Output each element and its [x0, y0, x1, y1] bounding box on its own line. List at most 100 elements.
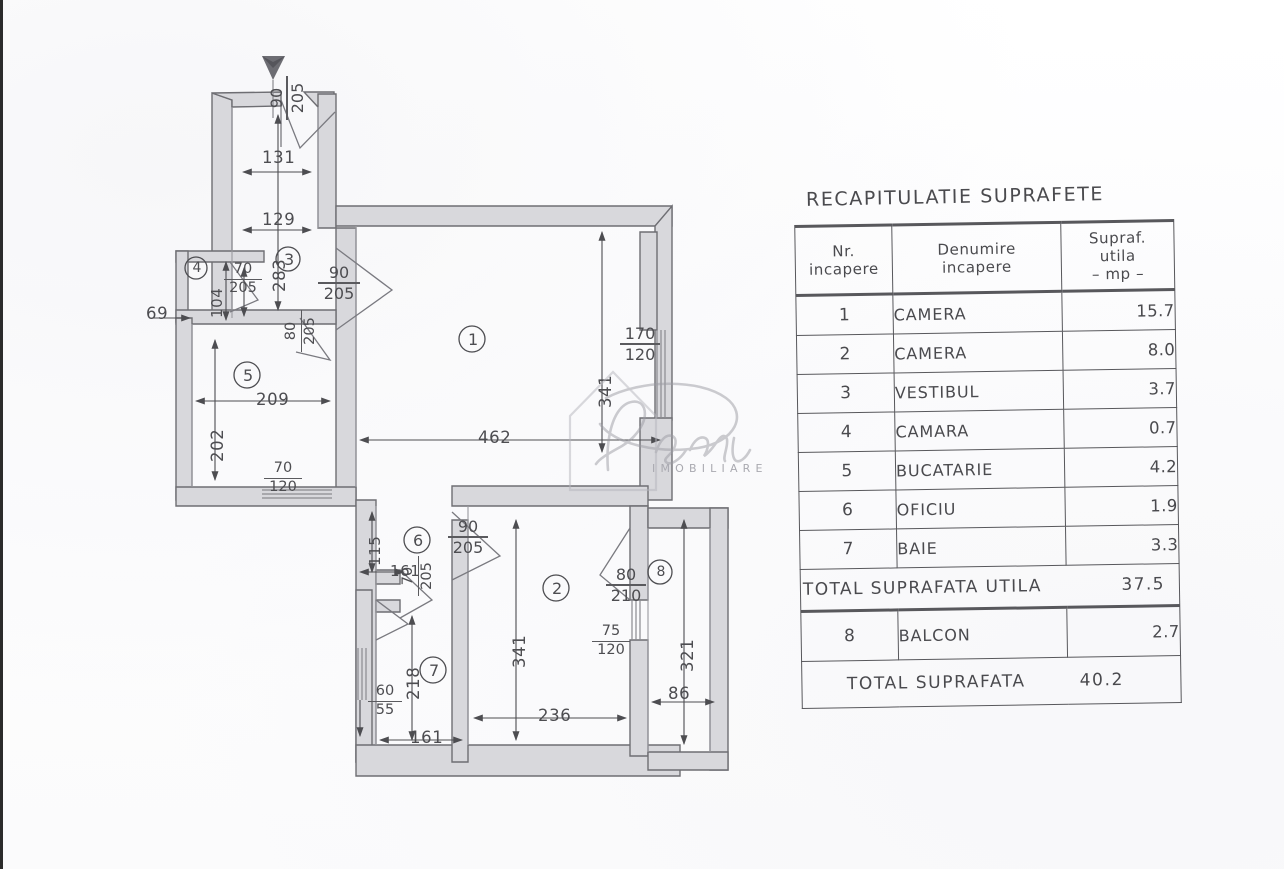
row-area: 2.7 [1066, 605, 1181, 658]
opening-width: 90 [328, 263, 350, 282]
opening-room1-window: 170 120 [620, 325, 660, 363]
header-area-line3: – mp – [1091, 264, 1145, 284]
row-name: BAIE [896, 526, 1067, 568]
table-row: 2 CAMERA 8.0 [796, 329, 1177, 375]
table-row: 6 OFICIU 1.9 [798, 485, 1179, 531]
area-summary-table: Nr. incapere Denumire incapere Supraf. u… [794, 219, 1182, 709]
entrance-arrow [262, 56, 285, 80]
dimension-115: 115 [366, 535, 384, 566]
dimension-104: 104 [208, 287, 226, 318]
fraction-bar [368, 700, 402, 703]
opening-room1-door: 90 205 [318, 264, 360, 302]
opening-width: 90 [457, 517, 479, 536]
total-row: TOTAL SUPRAFATA 40.2 [801, 655, 1182, 709]
row-nr: 2 [796, 333, 895, 375]
opening-room2-door: 90 205 [448, 518, 488, 556]
dimension-341-room2: 341 [510, 634, 529, 668]
dimension-129: 129 [262, 210, 296, 229]
opening-height: 120 [624, 344, 656, 364]
fraction-bar [318, 282, 360, 284]
room-number-7: 7 [429, 661, 440, 680]
header-suprafata-utila: Supraf. utila – mp – [1060, 220, 1175, 292]
fraction-bar [592, 640, 630, 643]
fraction-bar [264, 477, 302, 480]
opening-width: 70 [233, 261, 253, 277]
opening-height: 205 [323, 283, 355, 303]
opening-width: 170 [624, 324, 656, 343]
fraction-bar [606, 584, 646, 586]
opening-baie-window: 60 55 [368, 683, 402, 719]
row-name: CAMERA [893, 331, 1064, 373]
row-area: 0.7 [1063, 407, 1178, 449]
opening-room2-window: 75 120 [592, 623, 630, 659]
page-left-edge [0, 0, 3, 869]
dimension-218: 218 [404, 666, 423, 700]
header-nr-line2: incapere [808, 259, 879, 279]
header-area-line2: utila [1099, 246, 1136, 266]
dimension-209: 209 [256, 390, 290, 409]
total-utila-value: 37.5 [1121, 574, 1166, 595]
room-number-1: 1 [468, 330, 479, 349]
row-nr: 5 [798, 450, 896, 492]
opening-width: 80 [283, 321, 299, 341]
row-nr: 7 [799, 528, 898, 570]
row-area: 15.7 [1061, 289, 1176, 332]
opening-balcony-door: 80 210 [606, 566, 646, 604]
opening-height: 205 [419, 562, 436, 590]
row-nr: 8 [800, 609, 899, 662]
total-utila-label: TOTAL SUPRAFATA UTILA [802, 576, 1043, 600]
row-name: CAMERA [892, 291, 1063, 334]
header-name-line2: incapere [941, 257, 1012, 277]
row-area: 3.7 [1063, 368, 1177, 410]
opening-height: 205 [452, 537, 484, 557]
row-area: 8.0 [1062, 329, 1177, 371]
opening-oficiu-door: 70 205 [400, 556, 436, 596]
opening-width: 80 [615, 565, 637, 584]
row-name: CAMARA [894, 409, 1065, 451]
row-name: BUCATARIE [895, 448, 1065, 490]
dimension-131: 131 [262, 148, 296, 167]
header-denumire-incapere: Denumire incapere [891, 222, 1062, 294]
table-row: 1 CAMERA 15.7 [795, 289, 1176, 336]
dimension-283: 283 [270, 258, 289, 292]
dimension-341-room1: 341 [596, 374, 615, 408]
opening-height: 55 [375, 702, 395, 719]
opening-camara-door: 70 205 [224, 261, 262, 297]
room-number-6: 6 [413, 531, 424, 550]
total-value: 40.2 [1079, 669, 1125, 691]
opening-bucatarie-window: 70 120 [264, 460, 302, 496]
opening-height: 205 [229, 280, 257, 297]
opening-height: 205 [287, 82, 307, 114]
dimension-69: 69 [146, 304, 169, 323]
dimension-321: 321 [678, 638, 697, 672]
fraction-bar [224, 278, 262, 281]
room-number-2: 2 [552, 579, 563, 598]
dimension-161-top: 161 [390, 562, 421, 580]
table-row: 4 CAMARA 0.7 [797, 407, 1178, 453]
row-name: BALCON [897, 607, 1068, 660]
total-utila-row: TOTAL SUPRAFATA UTILA 37.5 [800, 563, 1180, 612]
row-nr: 3 [797, 372, 895, 414]
table-row: 7 BAIE 3.3 [799, 524, 1180, 570]
table-header-row: Nr. incapere Denumire incapere Supraf. u… [794, 220, 1175, 296]
room-number-3: 3 [284, 250, 295, 269]
row-nr: 6 [798, 489, 897, 531]
row-nr: 4 [797, 411, 896, 453]
header-area-line1: Supraf. [1088, 228, 1147, 247]
opening-height: 210 [610, 585, 642, 605]
opening-width: 70 [400, 566, 416, 586]
opening-height: 120 [597, 642, 625, 659]
dimension-462: 462 [478, 428, 512, 447]
row-name: OFICIU [895, 487, 1066, 529]
table-title: RECAPITULATIE SUPRAFETE [805, 183, 1105, 211]
opening-entrance-door: 90 205 [267, 76, 307, 120]
header-nr-line1: Nr. [832, 241, 856, 261]
opening-width: 60 [375, 683, 395, 699]
room-number-4: 4 [192, 260, 202, 276]
opening-bucatarie-door: 80 205 [283, 310, 319, 352]
room-number-circles [184, 246, 673, 684]
table-row: 3 VESTIBUL 3.7 [797, 368, 1177, 414]
header-nr-incapere: Nr. incapere [794, 224, 893, 296]
